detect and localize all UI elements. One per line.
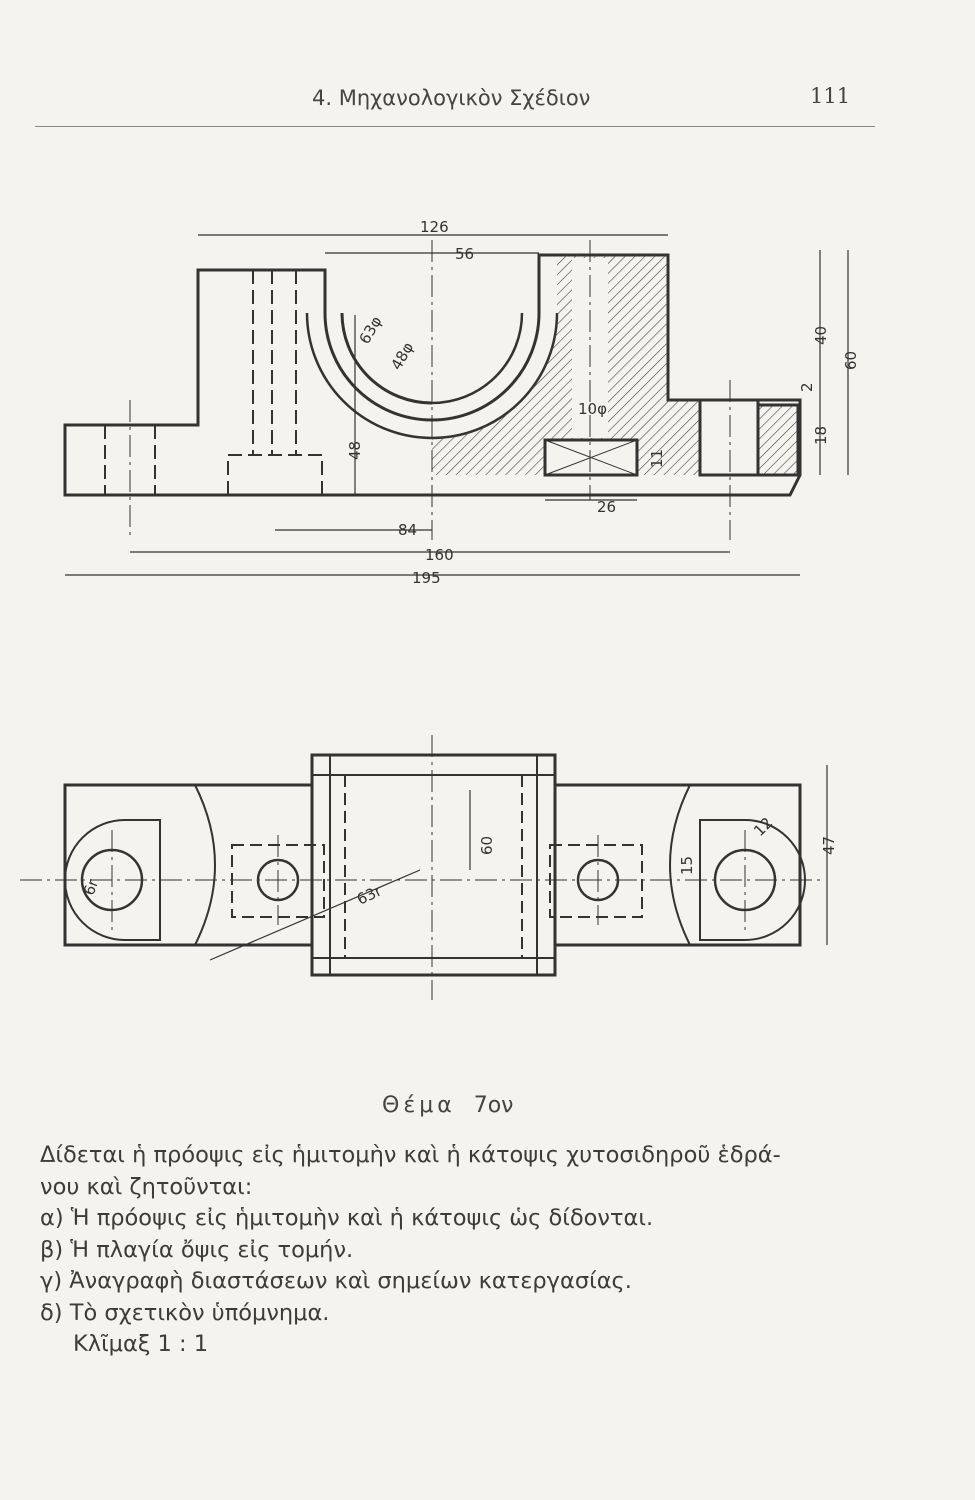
technical-drawing: 126 56 63φ 48φ 10φ 40 60 2 18 11 48 26 8… — [20, 218, 860, 1000]
dim-56: 56 — [455, 245, 474, 263]
dim-84: 84 — [398, 521, 417, 539]
dim-48: 48 — [346, 441, 364, 460]
dim-60: 60 — [842, 351, 860, 370]
plan-view — [20, 735, 828, 1000]
dim-47: 47 — [820, 836, 838, 855]
dim-12: 12 — [750, 814, 776, 840]
front-view-half-section — [63, 240, 802, 540]
header-rule — [35, 126, 875, 127]
intro-line-1: Δίδεται ἡ πρόοψις εἰς ἡμιτομὴν καὶ ἡ κάτ… — [40, 1142, 781, 1168]
page-number: 111 — [810, 84, 851, 108]
dim-11: 11 — [648, 449, 666, 468]
task-item: α) Ἡ πρόοψις εἰς ἡμιτομὴν καὶ ἡ κάτοψις … — [40, 1205, 654, 1231]
dim-plan-60: 60 — [478, 836, 496, 855]
dim-10-dia: 10φ — [578, 400, 607, 418]
front-view-dimensions — [65, 234, 849, 576]
exercise-text: Δίδεται ἡ πρόοψις εἰς ἡμιτομὴν καὶ ἡ κάτ… — [40, 1140, 940, 1361]
exercise-title: Θέμα — [382, 1093, 456, 1118]
dim-63-dia: 63φ — [355, 313, 385, 347]
exercise-number: 7ον — [473, 1093, 514, 1118]
task-item: δ) Τὸ σχετικὸν ὑπόμνημα. — [40, 1299, 330, 1326]
dim-40: 40 — [812, 326, 830, 345]
scale-note: Κλῖμαξ 1 : 1 — [73, 1331, 209, 1357]
exercise-heading: Θέμα 7ον — [382, 1093, 513, 1118]
dim-160: 160 — [425, 546, 454, 564]
dim-18: 18 — [812, 426, 830, 445]
intro-line-2: νου καὶ ζητοῦνται: — [40, 1173, 253, 1200]
dim-15: 15 — [678, 856, 696, 875]
dim-6-radius: 6r — [80, 876, 103, 898]
task-item: β) Ἡ πλαγία ὄψις εἰς τομήν. — [40, 1236, 354, 1263]
dim-48-dia: 48φ — [387, 339, 417, 373]
dim-26: 26 — [597, 498, 616, 516]
dim-126: 126 — [420, 218, 449, 236]
task-item: γ) Ἀναγραφὴ διαστάσεων καὶ σημείων κατερ… — [40, 1268, 632, 1294]
running-header-title: 4. Μηχανολογικὸν Σχέδιον — [312, 86, 591, 110]
dim-2: 2 — [798, 382, 816, 392]
dim-195: 195 — [412, 569, 441, 587]
